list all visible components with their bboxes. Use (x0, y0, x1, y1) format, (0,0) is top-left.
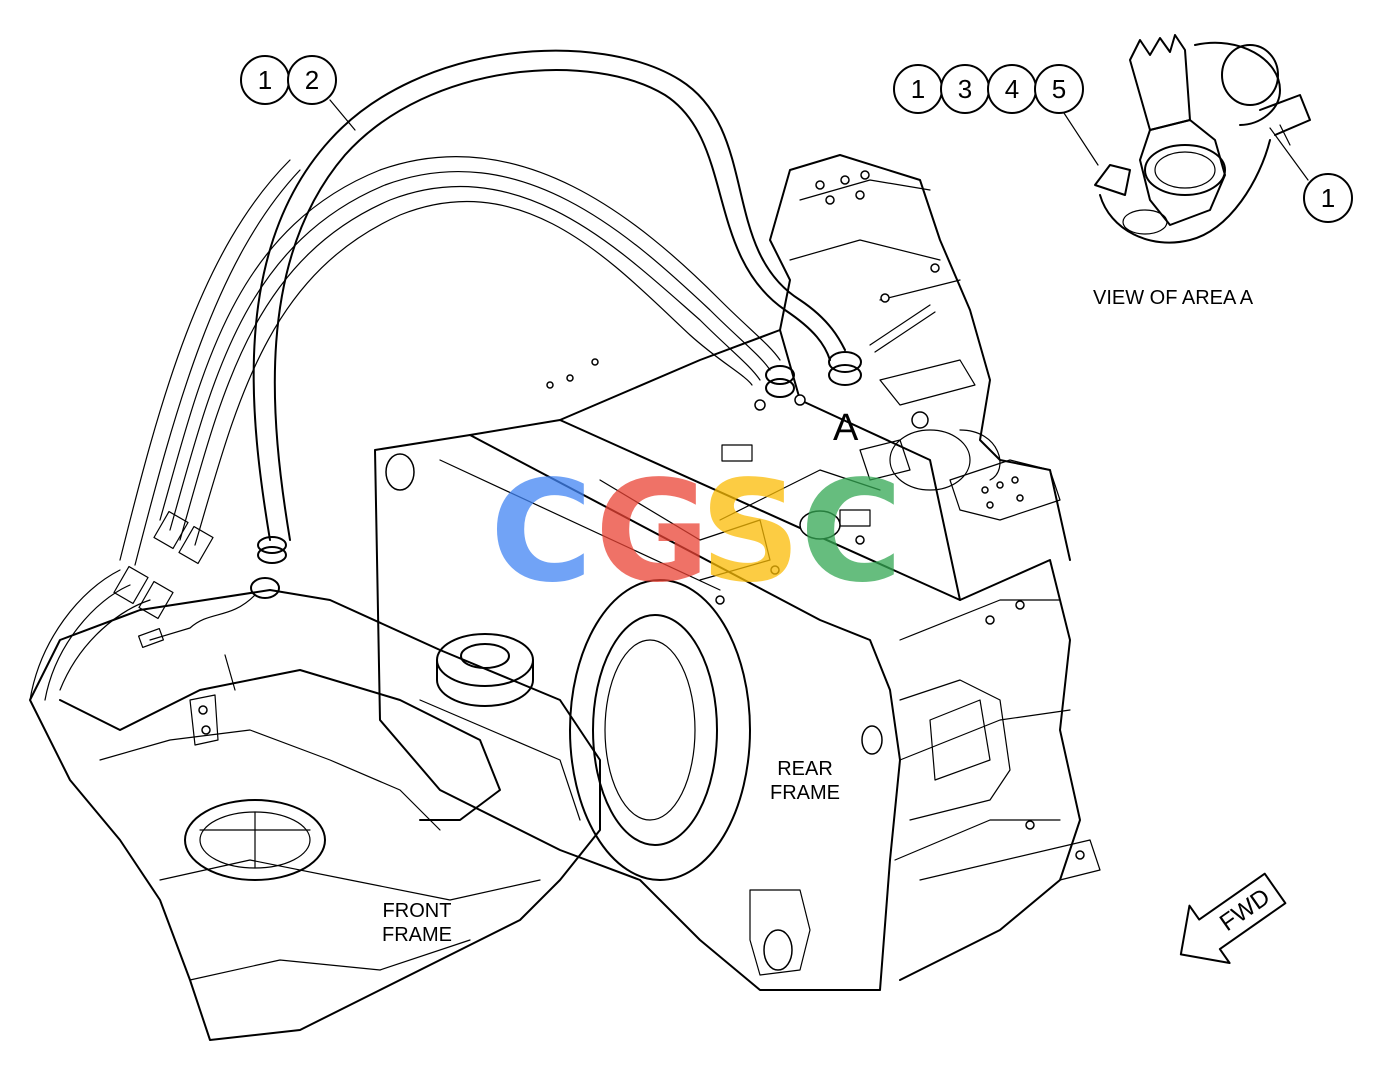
area-a-marker: A (833, 407, 859, 449)
callout-2-top-left: 2 (287, 55, 337, 105)
svg-text:4: 4 (1005, 74, 1019, 104)
watermark-letter-3: S (700, 451, 801, 614)
detail-view-area-a (1094, 34, 1311, 244)
watermark-letter-1: C (490, 451, 593, 614)
rear-frame (374, 154, 1101, 991)
callout-4-top-right: 4 (987, 64, 1037, 114)
front-frame (29, 589, 601, 1041)
svg-text:1: 1 (1321, 183, 1335, 213)
fwd-arrow: FWD (1179, 872, 1287, 965)
svg-text:1: 1 (911, 74, 925, 104)
view-caption: VIEW OF AREA A (1093, 287, 1254, 309)
callout-3-top-right: 3 (940, 64, 990, 114)
svg-text:3: 3 (958, 74, 972, 104)
svg-text:2: 2 (305, 65, 319, 95)
watermark-letter-4: C (800, 451, 903, 614)
svg-text:1: 1 (258, 65, 272, 95)
callout-1-top-right: 1 (893, 64, 943, 114)
watermark-letter-2: G (595, 451, 710, 614)
leader-lines (329, 99, 1309, 181)
svg-text:5: 5 (1052, 74, 1066, 104)
rear-frame-label-line2: FRAME (770, 782, 840, 804)
fwd-label: FWD (1215, 883, 1275, 936)
rear-frame-label-line1: REAR (777, 758, 833, 780)
callout-5-top-right: 5 (1034, 64, 1084, 114)
watermark-logo: C G S C (490, 451, 903, 614)
callout-1-top-left: 1 (240, 55, 290, 105)
hose-assembly (29, 49, 1061, 701)
front-frame-label-line1: FRONT (383, 900, 452, 922)
callout-1-detail: 1 (1303, 173, 1353, 223)
front-frame-label-line2: FRAME (382, 924, 452, 946)
